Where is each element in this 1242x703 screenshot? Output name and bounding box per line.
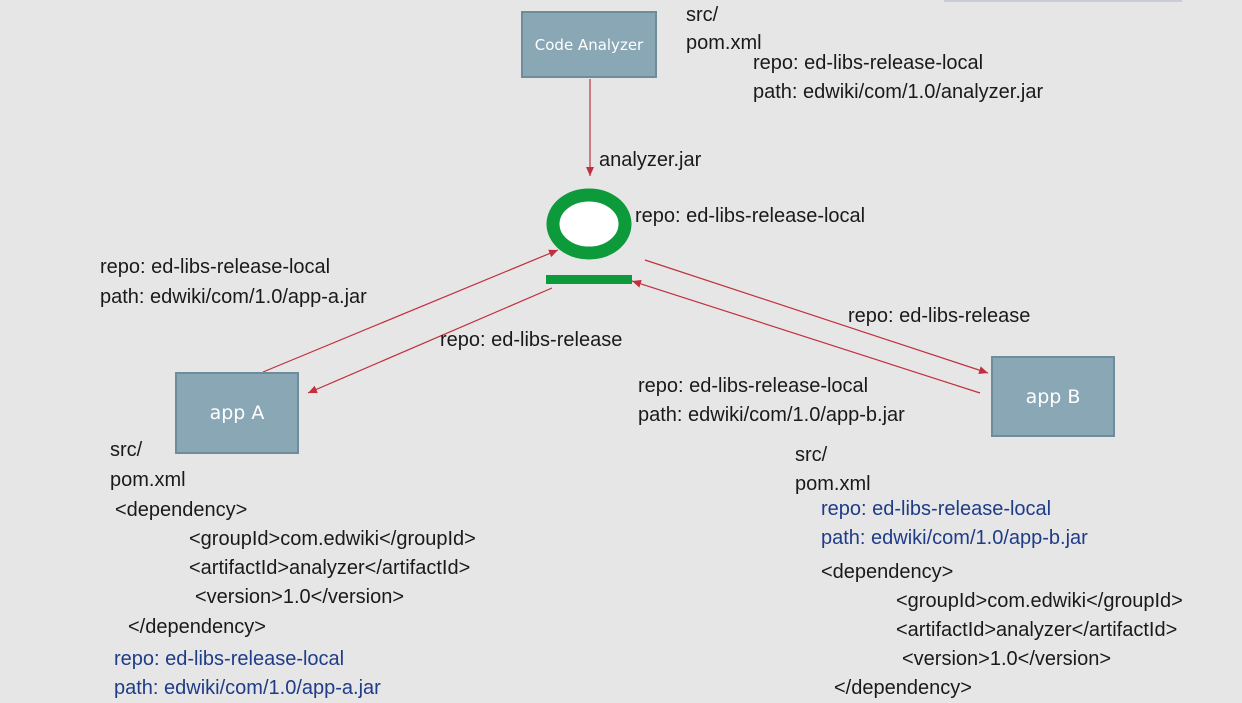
analyzer-src: src/ [686,4,719,26]
app-b-box: app B [991,356,1115,437]
app-b-src: src/ [795,444,828,466]
app-b-label: app B [1025,385,1081,408]
repository-ring-icon [546,188,632,260]
app-a-dependency-close: </dependency> [128,616,266,638]
repository-label: repo: ed-libs-release-local [635,205,866,227]
app-a-label: app A [209,402,265,424]
analyzer-pom: pom.xml [686,32,762,54]
app-a-pom: pom.xml [110,469,186,491]
app-a-src: src/ [110,439,143,461]
app-a-deploy-repo: repo: ed-libs-release-local [100,256,331,278]
app-a-pom-repo: repo: ed-libs-release-local [114,648,345,670]
app-a-version: <version>1.0</version> [195,586,405,608]
analyzer-path: path: edwiki/com/1.0/analyzer.jar [753,81,1044,103]
app-a-box: app A [175,372,299,454]
app-b-dependency-close: </dependency> [834,677,972,699]
app-a-dependency-open: <dependency> [115,499,248,521]
app-b-group-id: <groupId>com.edwiki</groupId> [896,590,1183,612]
app-a-artifact-id: <artifactId>analyzer</artifactId> [189,557,471,579]
arrow-app-a-to-repo [262,249,559,373]
repository-base-icon [546,275,632,284]
app-b-version: <version>1.0</version> [902,648,1112,670]
analyzer-jar-label: analyzer.jar [599,149,702,171]
code-analyzer-box: Code Analyzer [521,11,657,78]
app-b-pom: pom.xml [795,473,871,495]
app-a-group-id: <groupId>com.edwiki</groupId> [189,528,476,550]
app-a-resolve-repo: repo: ed-libs-release [440,329,623,351]
top-edge-bar [944,0,1182,2]
app-b-deploy-repo: repo: ed-libs-release-local [638,375,869,397]
analyzer-repo: repo: ed-libs-release-local [753,52,984,74]
app-b-dependency-open: <dependency> [821,561,954,583]
app-b-resolve-repo: repo: ed-libs-release [848,305,1031,327]
arrow-repo-to-app-a [307,287,553,394]
app-b-artifact-id: <artifactId>analyzer</artifactId> [896,619,1178,641]
app-b-pom-path: path: edwiki/com/1.0/app-b.jar [821,527,1088,549]
app-a-deploy-path: path: edwiki/com/1.0/app-a.jar [100,286,367,308]
app-a-pom-path: path: edwiki/com/1.0/app-a.jar [114,677,381,699]
arrow-app-b-to-repo [631,279,981,394]
arrow-repo-to-app-b [644,259,989,374]
code-analyzer-label: Code Analyzer [534,35,644,54]
app-b-pom-repo: repo: ed-libs-release-local [821,498,1052,520]
app-b-deploy-path: path: edwiki/com/1.0/app-b.jar [638,404,905,426]
